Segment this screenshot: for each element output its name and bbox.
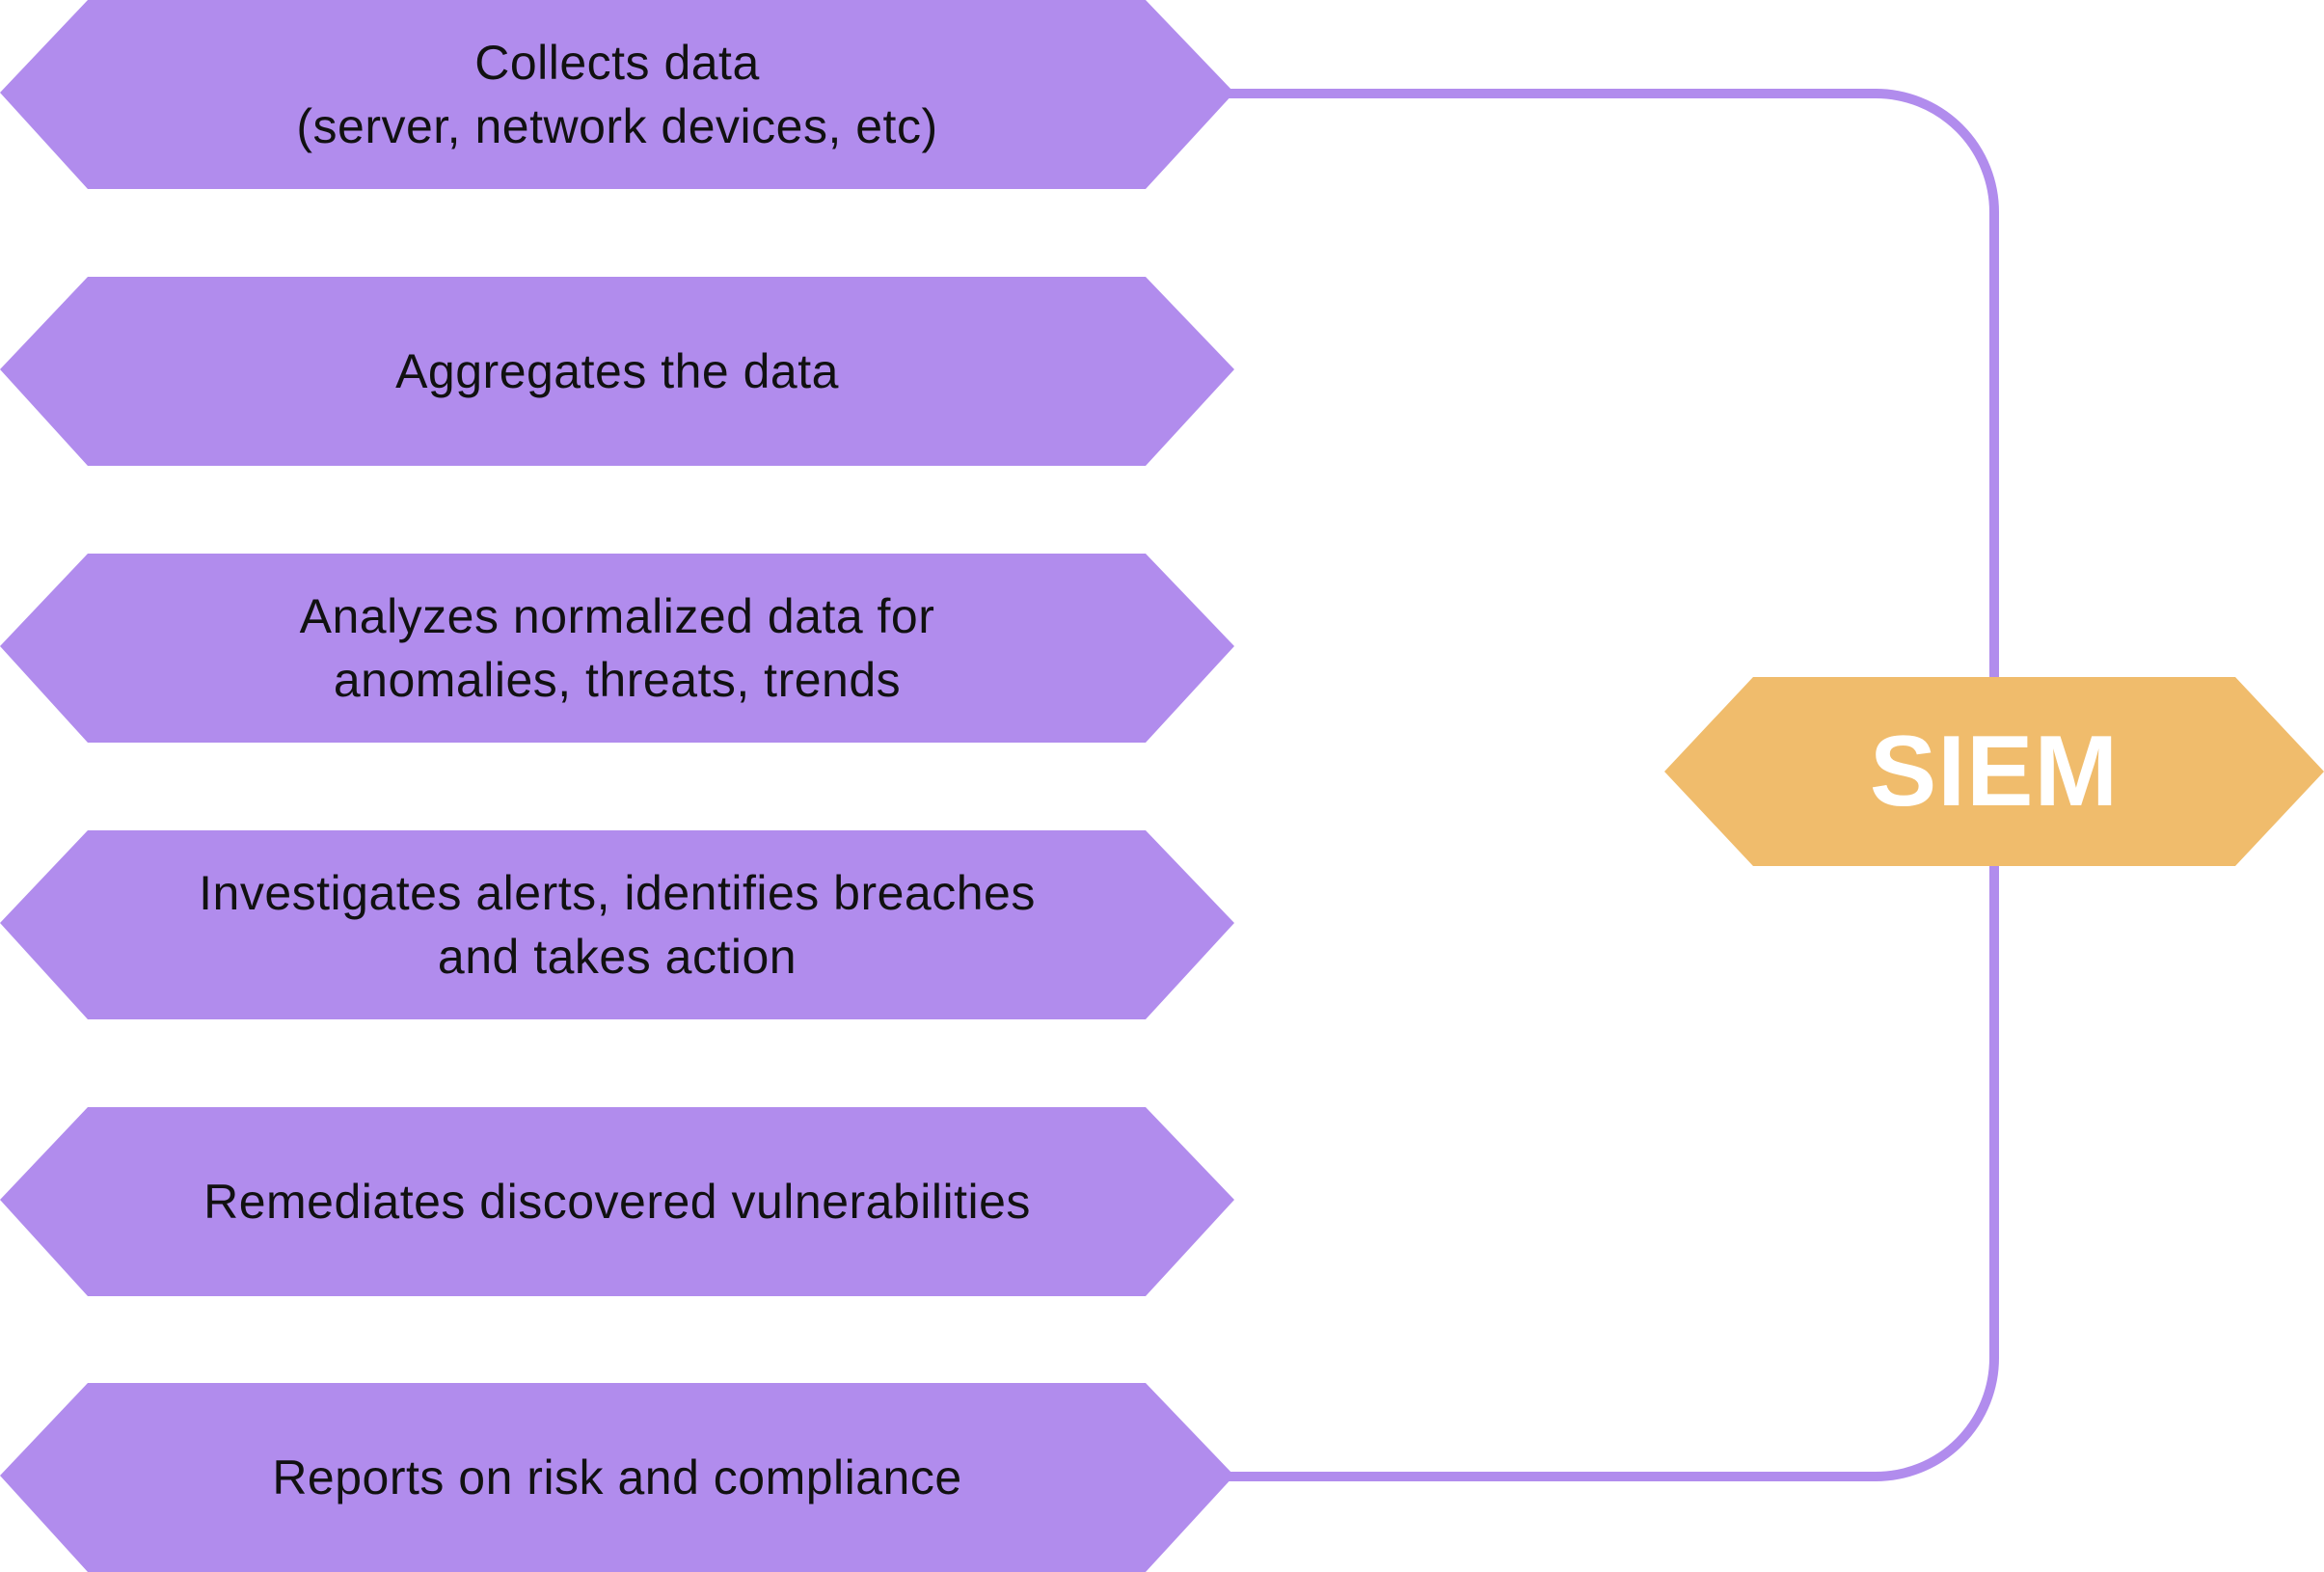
step-aggregates-data: Aggregates the data <box>0 277 1234 466</box>
step-analyzes-data: Analyzes normalized data for anomalies, … <box>0 554 1234 743</box>
siem-label: SIEM <box>1869 715 2120 827</box>
step-investigates-alerts: Investigates alerts, identifies breaches… <box>0 830 1234 1019</box>
step-label: Analyzes normalized data for anomalies, … <box>299 589 935 707</box>
step-remediates-vulnerabilities: Remediates discovered vulnerabilities <box>0 1107 1234 1296</box>
step-label: Aggregates the data <box>395 344 839 398</box>
step-reports-risk-compliance: Reports on risk and compliance <box>0 1383 1234 1572</box>
step-label: Collects data (server, network devices, … <box>296 36 938 153</box>
siem-hub: SIEM <box>1664 677 2324 866</box>
step-label: Investigates alerts, identifies breaches… <box>199 866 1036 984</box>
step-label: Reports on risk and compliance <box>272 1450 962 1504</box>
step-label: Remediates discovered vulnerabilities <box>203 1175 1031 1229</box>
step-collects-data: Collects data (server, network devices, … <box>0 0 1234 189</box>
